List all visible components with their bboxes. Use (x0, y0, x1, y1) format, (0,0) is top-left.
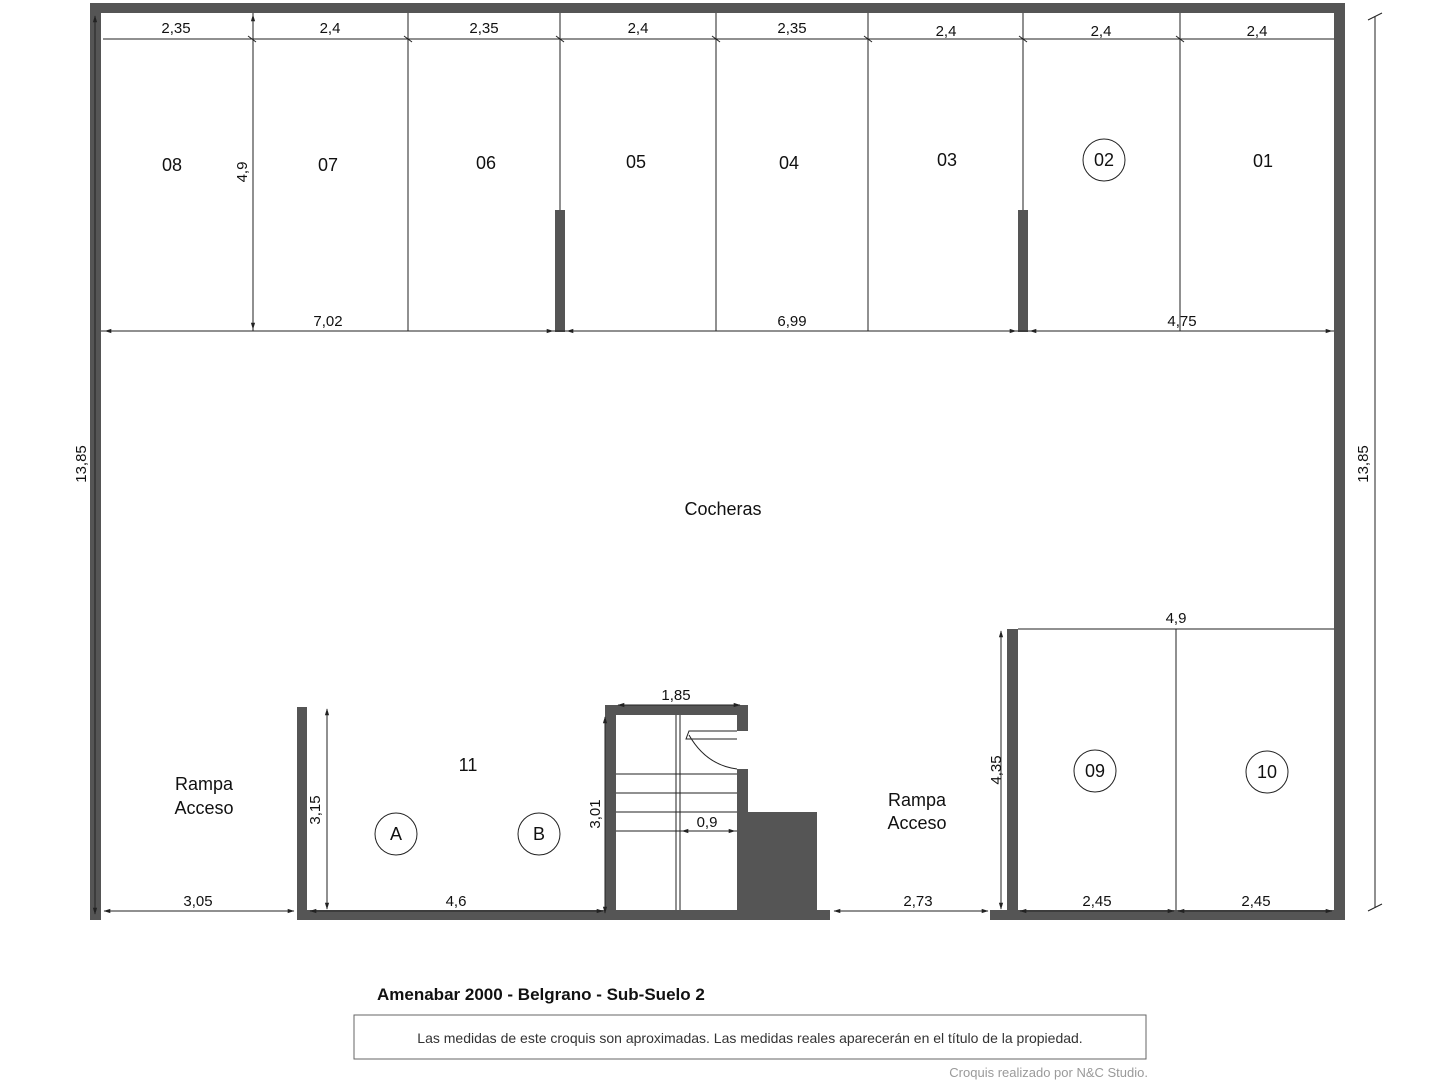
dim-mid-2: 6,99 (777, 313, 806, 330)
space-08: 08 (162, 155, 182, 175)
space-02: 02 (1094, 150, 1114, 170)
space-02-circle (1082, 138, 1126, 182)
pillar-left (555, 210, 565, 332)
top-spaces: 08 07 06 05 04 03 02 01 (162, 138, 1273, 182)
space-05: 05 (626, 152, 646, 172)
wall-stair-jamb-top (737, 705, 748, 731)
dim-room11-depth: 3,15 (307, 795, 324, 824)
service-block (737, 812, 817, 914)
ramp-left-line2: Acceso (174, 798, 233, 818)
wall-room11-left (297, 707, 307, 920)
space-01: 01 (1253, 151, 1273, 171)
dim-top-8: 2,4 (1247, 23, 1268, 40)
stair (616, 715, 737, 910)
dim-bottom-1: 3,05 (183, 893, 212, 910)
wall-top (90, 3, 1344, 13)
dim-top-2: 2,4 (320, 20, 341, 37)
space-07: 07 (318, 155, 338, 175)
dimension-lines (92, 12, 1383, 915)
dim-mid-1: 7,02 (313, 313, 342, 330)
dim-stair-depth: 3,01 (587, 799, 604, 828)
walls (90, 3, 1345, 920)
space-10: 10 (1257, 762, 1277, 782)
dim-block-right-depth: 4,35 (988, 755, 1005, 784)
dim-top-5: 2,35 (777, 20, 806, 37)
ramp-left-line1: Rampa (175, 774, 234, 794)
ramp-right-line2: Acceso (887, 813, 946, 833)
wall-stair-left (605, 705, 616, 915)
space-lines (101, 13, 1334, 910)
space-a-circle (374, 812, 418, 856)
disclaimer-text: Las medidas de este croquis son aproxima… (417, 1030, 1082, 1046)
space-b-circle (517, 812, 561, 856)
plan-title: Amenabar 2000 - Belgrano - Sub-Suelo 2 (377, 985, 705, 1004)
credit-text: Croquis realizado por N&C Studio. (949, 1065, 1148, 1080)
space-a: A (390, 824, 402, 844)
dim-depth-top: 4,9 (234, 162, 251, 183)
wall-stair-top (605, 705, 748, 715)
dim-stair-width: 1,85 (661, 687, 690, 704)
top-dimension-labels: 2,35 2,4 2,35 2,4 2,35 2,4 2,4 2,4 (161, 20, 1267, 40)
space-09-circle (1073, 749, 1117, 793)
disclaimer-box (353, 1014, 1147, 1060)
dim-total-left: 13,85 (73, 445, 90, 483)
dim-bottom-2: 4,6 (446, 893, 467, 910)
door (685, 730, 738, 770)
ramp-right-line1: Rampa (888, 790, 947, 810)
dim-top-7: 2,4 (1091, 23, 1112, 40)
space-10-circle (1245, 750, 1289, 794)
dim-mid-3: 4,75 (1167, 313, 1196, 330)
wall-right (1334, 3, 1345, 920)
dim-top-1: 2,35 (161, 20, 190, 37)
dim-block-right-width: 4,9 (1166, 610, 1187, 627)
dim-top-3: 2,35 (469, 20, 498, 37)
room-11-label: 11 (459, 755, 478, 775)
space-03: 03 (937, 150, 957, 170)
dim-bottom-4: 2,45 (1082, 893, 1111, 910)
dim-top-6: 2,4 (936, 23, 957, 40)
wall-bottom-center (297, 910, 830, 920)
wall-block-right (1007, 629, 1018, 920)
area-label-cocheras: Cocheras (684, 499, 761, 519)
dim-top-4: 2,4 (628, 20, 649, 37)
space-09: 09 (1085, 761, 1105, 781)
space-b: B (533, 824, 545, 844)
space-06: 06 (476, 153, 496, 173)
pillar-right (1018, 210, 1028, 332)
dim-total-right: 13,85 (1355, 445, 1372, 483)
dim-bottom-5: 2,45 (1241, 893, 1270, 910)
dim-stair-inner: 0,9 (697, 814, 718, 831)
space-04: 04 (779, 153, 799, 173)
dim-bottom-3: 2,73 (903, 893, 932, 910)
wall-bottom-right (990, 910, 1344, 920)
